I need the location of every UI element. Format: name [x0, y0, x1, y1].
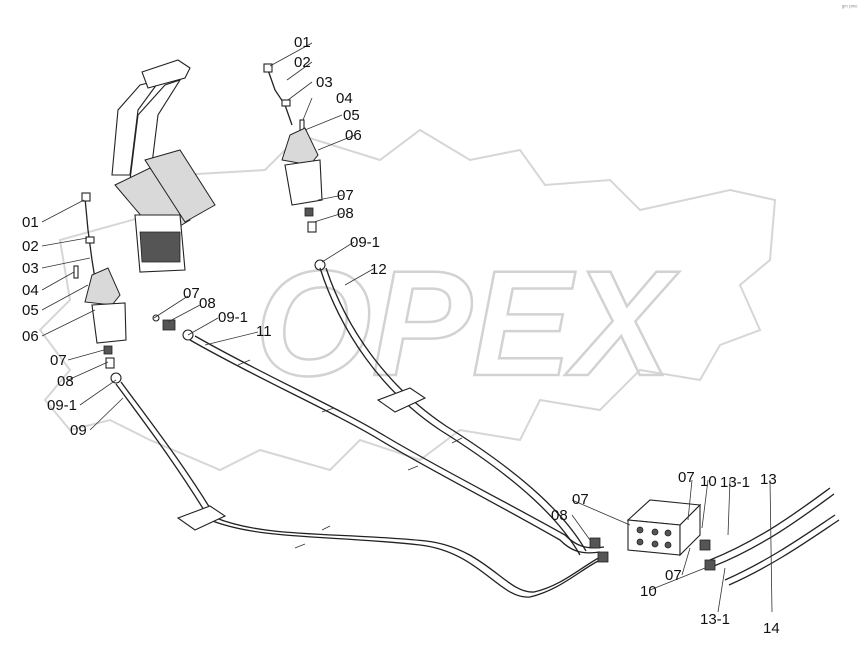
- left-joystick-pin: [73, 265, 79, 279]
- manifold-port: [651, 540, 659, 548]
- right-joystick-boot: [281, 127, 319, 166]
- hose-13-b: [713, 493, 835, 567]
- manifold-side: [679, 503, 701, 557]
- left-joystick-knob: [81, 192, 91, 202]
- right-joystick-adapter: [304, 207, 314, 217]
- callout-label: 08: [57, 373, 74, 390]
- right-joystick-knob: [263, 63, 273, 73]
- manifold-port: [664, 529, 672, 537]
- brackets: [176, 359, 463, 549]
- hose-09-a: [115, 383, 601, 598]
- manifold-port: [636, 538, 644, 546]
- hose-12-b: [325, 267, 587, 552]
- right-joystick-housing: [284, 159, 323, 206]
- corner-mark: ᵍᵐ ᵖᵐᵒ: [842, 5, 858, 11]
- pedal-adapter: [162, 319, 176, 331]
- leaders-left-joystick: [41, 199, 124, 431]
- callout-label: 01: [294, 34, 311, 51]
- hose-routing: [115, 267, 840, 598]
- left-joystick-boot: [84, 267, 121, 306]
- callout-label: 07: [665, 567, 682, 584]
- callout-label: 08: [551, 507, 568, 524]
- callout-label: 03: [316, 74, 333, 91]
- leaders-manifold: [571, 479, 773, 613]
- hose-11-b: [194, 335, 605, 549]
- right-joystick-shaft: [267, 69, 293, 126]
- watermark-gear: [38, 128, 777, 472]
- bracket-clamp-lower: [176, 505, 227, 531]
- callout-label: 09-1: [218, 309, 248, 326]
- callout-label: 05: [343, 107, 360, 124]
- pedal-valve-block: [139, 231, 181, 263]
- bracket-tabs: [237, 359, 463, 549]
- callout-label: 08: [199, 295, 216, 312]
- callout-label: 05: [22, 302, 39, 319]
- left-joystick-nut: [85, 236, 95, 244]
- callout-label: 07: [572, 491, 589, 508]
- callout-label: 13: [760, 471, 777, 488]
- callout-label: 06: [22, 328, 39, 345]
- bracket-clamp-upper: [376, 387, 427, 413]
- callout-label: 10: [640, 583, 657, 600]
- callout-label: 04: [22, 282, 39, 299]
- right-joystick-fitting: [307, 221, 317, 233]
- hose-09-b: [120, 381, 605, 593]
- callout-label: 13-1: [700, 611, 730, 628]
- hose-11-a: [189, 339, 601, 554]
- left-joystick-adapter: [103, 345, 113, 355]
- manifold-block: [589, 499, 716, 571]
- manifold-fitting: [699, 539, 711, 551]
- callout-label: 03: [22, 260, 39, 277]
- left-joystick-assembly: [73, 192, 127, 384]
- manifold-port: [636, 526, 644, 534]
- callout-label: 01: [22, 214, 39, 231]
- leaders-right-joystick: [269, 42, 376, 286]
- callout-label: 10: [700, 473, 717, 490]
- callout-label: 09-1: [350, 234, 380, 251]
- manifold-fitting: [597, 551, 609, 563]
- callout-label: 14: [763, 620, 780, 637]
- callout-label: 11: [256, 323, 272, 340]
- callout-label: 06: [345, 127, 362, 144]
- hose-12-a: [319, 267, 581, 556]
- hose-13-a: [709, 487, 831, 561]
- left-joystick-shaft: [84, 197, 97, 286]
- callout-label: 12: [370, 261, 387, 278]
- callout-label: 04: [336, 90, 353, 107]
- pedal-plate-right: [144, 149, 216, 223]
- callout-label: 07: [337, 187, 354, 204]
- callout-label: 08: [337, 205, 354, 222]
- left-joystick-elbow: [110, 372, 122, 384]
- hose-14-b: [728, 519, 840, 586]
- callout-label: 02: [22, 238, 39, 255]
- pedal-line-fittings: [152, 314, 194, 341]
- callout-label: 09-1: [47, 397, 77, 414]
- callout-label: 07: [50, 352, 67, 369]
- manifold-front: [627, 519, 681, 556]
- right-joystick-nut: [281, 99, 291, 107]
- leaders-pedal-line: [153, 295, 259, 346]
- callout-label: 09: [70, 422, 87, 439]
- hose-14-a: [724, 514, 836, 581]
- right-joystick-assembly: [263, 63, 326, 271]
- foot-pedal-assembly: [111, 59, 216, 273]
- left-joystick-housing: [91, 302, 127, 344]
- left-joystick-fitting: [105, 357, 115, 369]
- callout-label: 07: [678, 469, 695, 486]
- manifold-fitting: [704, 559, 716, 571]
- callout-label: 13-1: [720, 474, 750, 491]
- callout-label: 02: [294, 54, 311, 71]
- manifold-port: [651, 528, 659, 536]
- manifold-fitting: [589, 537, 601, 549]
- pedal-handle: [141, 59, 191, 89]
- manifold-port: [664, 541, 672, 549]
- callout-label: 07: [183, 285, 200, 302]
- pedal-washer: [152, 314, 160, 322]
- callout-labels: 01 02 03 04 05 06 07 08 09-1 12 01 02 03…: [22, 34, 780, 637]
- leader-lines: [41, 42, 773, 613]
